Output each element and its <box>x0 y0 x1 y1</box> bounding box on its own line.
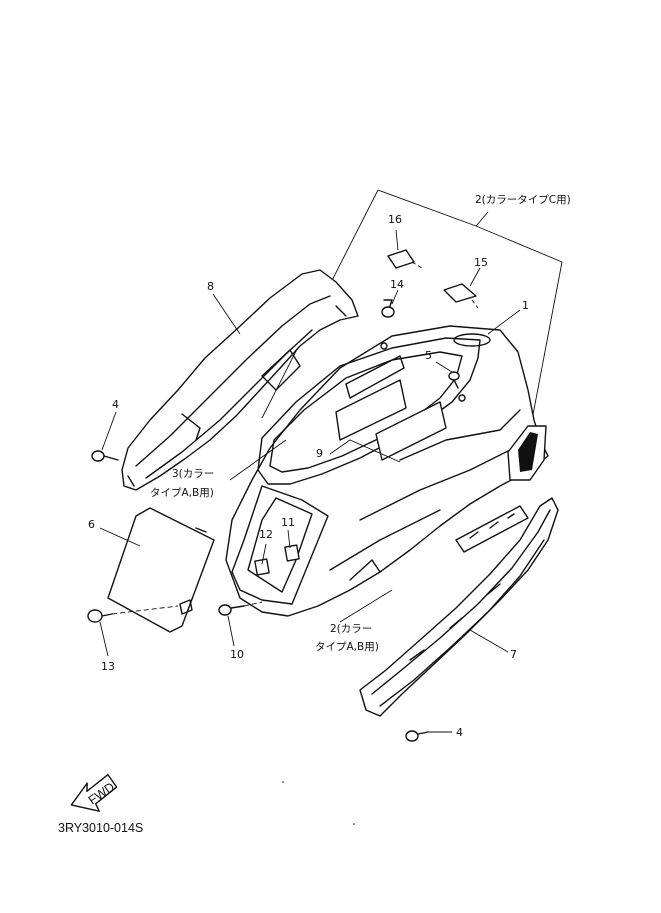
fastener-4b-screw <box>405 730 452 742</box>
fastener-4a-screw <box>91 411 119 462</box>
callout-6: 6 <box>88 518 95 531</box>
callout-5: 5 <box>425 349 432 362</box>
fastener-14-grommet <box>381 299 395 318</box>
callout-8: 8 <box>207 280 214 293</box>
drawing-code: 3RY3010-014S <box>58 821 143 835</box>
leader-lines <box>99 289 521 653</box>
emblem-16 <box>387 229 423 269</box>
callout-4-left: 4 <box>112 398 119 411</box>
part-6-lid <box>107 507 215 633</box>
part-1-main-body <box>225 325 549 617</box>
fastener-13-bolt <box>87 605 179 657</box>
callout-2-type-ab-line1: 2(カラー <box>330 623 372 635</box>
callout-7: 7 <box>510 648 517 661</box>
callout-3-type-ab-line1: 3(カラー <box>172 468 214 480</box>
callout-4-bottom: 4 <box>456 726 463 739</box>
callout-10: 10 <box>230 648 244 661</box>
callout-1: 1 <box>522 299 529 312</box>
callout-13: 13 <box>101 660 115 673</box>
fwd-direction-arrow: FWD <box>70 773 118 812</box>
speck <box>282 781 284 783</box>
callout-15: 15 <box>474 256 488 269</box>
callout-12: 12 <box>259 528 273 541</box>
callout-16: 16 <box>388 213 402 226</box>
callout-2-type-c: 2(カラータイプC用) <box>475 194 571 206</box>
callout-2-type-ab-line2: タイプA,B用) <box>315 641 379 653</box>
emblem-15 <box>443 267 481 309</box>
part-8-side-rail <box>121 269 359 491</box>
callout-labels: 1 2(カラータイプC用) 2(カラー タイプA,B用) 3(カラー タイプA,… <box>88 194 571 739</box>
callout-11: 11 <box>281 516 295 529</box>
fastener-10-screw <box>218 601 263 647</box>
speck <box>353 823 355 825</box>
part-7-lower-rail <box>359 497 559 717</box>
fastener-5-screw <box>448 371 460 389</box>
callout-14: 14 <box>390 278 404 291</box>
callout-9: 9 <box>316 447 323 460</box>
callout-3-type-ab-line2: タイプA,B用) <box>150 487 214 499</box>
